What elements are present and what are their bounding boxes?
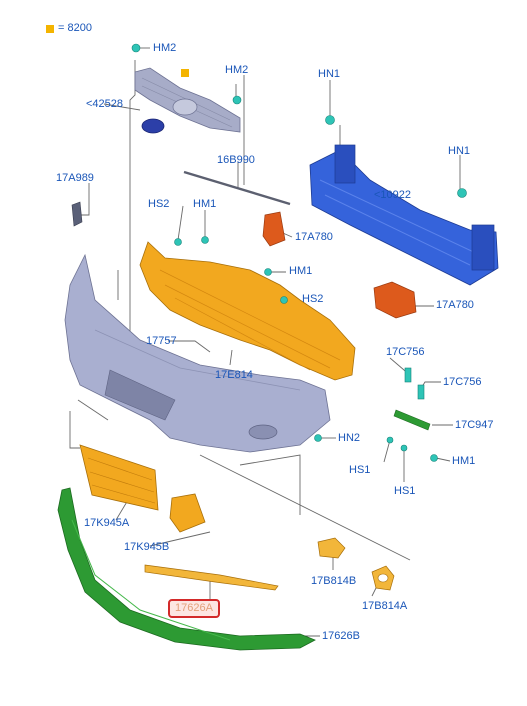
label-17a989[interactable]: 17A989	[56, 172, 94, 184]
fastener-hs2-mid	[280, 296, 288, 304]
side-clip	[71, 201, 83, 227]
label-17b814b[interactable]: 17B814B	[311, 575, 357, 587]
label-17757[interactable]: 17757	[146, 335, 177, 347]
legend-text: = 8200	[58, 22, 92, 34]
bracket-upper	[262, 211, 286, 247]
fastener-hs1-bottom	[400, 444, 408, 452]
lower-grille-left	[79, 444, 159, 511]
label-42528[interactable]: <42528	[86, 98, 124, 110]
label-hm2-top[interactable]: HM2	[153, 42, 177, 54]
label-hm2-right[interactable]: HM2	[225, 64, 249, 76]
fastener-hs2-left	[174, 238, 182, 246]
label-17626a: 17626A	[175, 602, 213, 614]
ford-emblem	[141, 118, 165, 134]
fastener-hs1-left	[386, 436, 394, 444]
fog-bezel-b	[317, 537, 346, 559]
label-hn2[interactable]: HN2	[338, 432, 361, 444]
fasteners	[131, 43, 467, 462]
label-17626b[interactable]: 17626B	[322, 630, 360, 642]
legend-marker	[181, 69, 189, 77]
label-17a780-right[interactable]: 17A780	[436, 299, 474, 311]
bracket-right	[373, 281, 417, 319]
fastener-hm1-mid	[264, 268, 272, 276]
molding-strip	[183, 170, 291, 206]
upper-grille	[134, 67, 241, 133]
fastener-hn2	[314, 434, 322, 442]
label-hn1-right[interactable]: HN1	[448, 145, 471, 157]
legend-swatch	[46, 24, 54, 33]
fastener-hm1-right	[430, 454, 438, 462]
fastener-17c756-b	[417, 384, 425, 400]
label-17b814a[interactable]: 17B814A	[362, 600, 408, 612]
label-hs2-mid[interactable]: HS2	[302, 293, 324, 305]
fastener-hm2-top	[131, 43, 141, 53]
label-17c947[interactable]: 17C947	[455, 419, 494, 431]
highlighted-part-callout[interactable]: 17626A	[168, 599, 220, 618]
label-17k945b[interactable]: 17K945B	[124, 541, 170, 553]
bumper-cover	[64, 253, 331, 453]
label-hs1-left[interactable]: HS1	[349, 464, 371, 476]
fastener-hm2-right	[232, 95, 242, 105]
fastener-hm1-left	[201, 236, 209, 244]
label-10922[interactable]: <10922	[374, 189, 412, 201]
label-17c756-mid[interactable]: 17C756	[443, 376, 482, 388]
label-17c756-top[interactable]: 17C756	[386, 346, 425, 358]
lower-strip	[144, 564, 279, 591]
fog-bezel-a	[371, 565, 395, 591]
label-17k945a[interactable]: 17K945A	[84, 517, 130, 529]
label-17a780-top[interactable]: 17A780	[295, 231, 333, 243]
label-hm1-mid[interactable]: HM1	[289, 265, 313, 277]
bumper-reinforcement	[309, 144, 499, 286]
fastener-hn1-right	[457, 188, 467, 198]
energy-absorber	[139, 241, 356, 381]
legend: = 8200	[46, 22, 92, 35]
lower-valance	[57, 487, 316, 651]
label-hs2-left[interactable]: HS2	[148, 198, 170, 210]
bracket-17c947	[393, 409, 431, 431]
label-17e814[interactable]: 17E814	[215, 369, 253, 381]
label-hm1-right[interactable]: HM1	[452, 455, 476, 467]
lower-grille-right	[169, 493, 206, 533]
fastener-hn1-top	[325, 115, 335, 125]
label-hn1-top[interactable]: HN1	[318, 68, 341, 80]
label-hm1-left[interactable]: HM1	[193, 198, 217, 210]
fastener-17c756-a	[404, 367, 412, 383]
label-hs1-bottom[interactable]: HS1	[394, 485, 416, 497]
label-16b990[interactable]: 16B990	[217, 154, 255, 166]
